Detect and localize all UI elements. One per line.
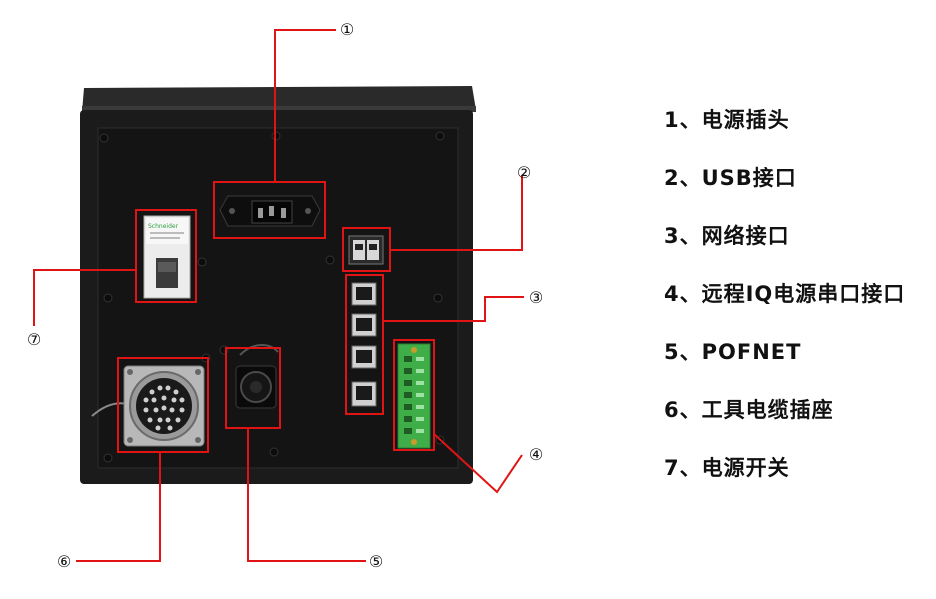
legend-item-6: 6、工具电缆插座 <box>664 398 834 422</box>
leader-line-5 <box>247 428 366 562</box>
leader-line-4 <box>433 433 523 494</box>
highlight-box-6 <box>117 357 209 453</box>
callout-3: ③ <box>529 288 543 307</box>
highlight-box-4 <box>393 339 435 451</box>
callout-6: ⑥ <box>57 552 71 571</box>
leader-line-2 <box>390 175 523 251</box>
pofnet-connector <box>235 343 279 409</box>
leader-line-7 <box>33 269 136 326</box>
legend-item-5: 5、POFNET <box>664 340 802 364</box>
highlight-box-7 <box>135 209 197 303</box>
highlight-boxes <box>117 181 435 453</box>
power-inlet <box>219 195 321 227</box>
legend-item-1: 1、电源插头 <box>664 108 790 132</box>
tool-cable-socket <box>91 365 205 447</box>
callout-4: ④ <box>529 445 543 464</box>
network-ports <box>351 282 377 407</box>
highlight-box-3 <box>345 274 384 415</box>
breaker-brand-text: Schneider <box>148 223 179 230</box>
callout-7: ⑦ <box>27 330 41 349</box>
legend-item-2: 2、USB接口 <box>664 166 797 190</box>
legend-item-7: 7、电源开关 <box>664 456 790 480</box>
legend-item-3: 3、网络接口 <box>664 224 790 248</box>
highlight-box-5 <box>225 347 281 429</box>
usb-ports <box>348 235 384 265</box>
leader-line-3 <box>383 296 524 322</box>
callout-numbers: ① ② ③ ④ ⑤ ⑥ ⑦ <box>27 20 543 571</box>
leader-lines <box>33 29 524 562</box>
callout-5: ⑤ <box>369 552 383 571</box>
highlight-box-1 <box>213 181 326 239</box>
callout-1: ① <box>340 20 354 39</box>
terminal-block <box>397 343 431 449</box>
leader-line-1 <box>274 29 336 182</box>
circuit-breaker: Schneider <box>143 215 191 299</box>
leader-line-6 <box>76 452 161 562</box>
callout-2: ② <box>517 163 531 182</box>
legend-item-4: 4、远程IQ电源串口接口 <box>664 282 906 306</box>
